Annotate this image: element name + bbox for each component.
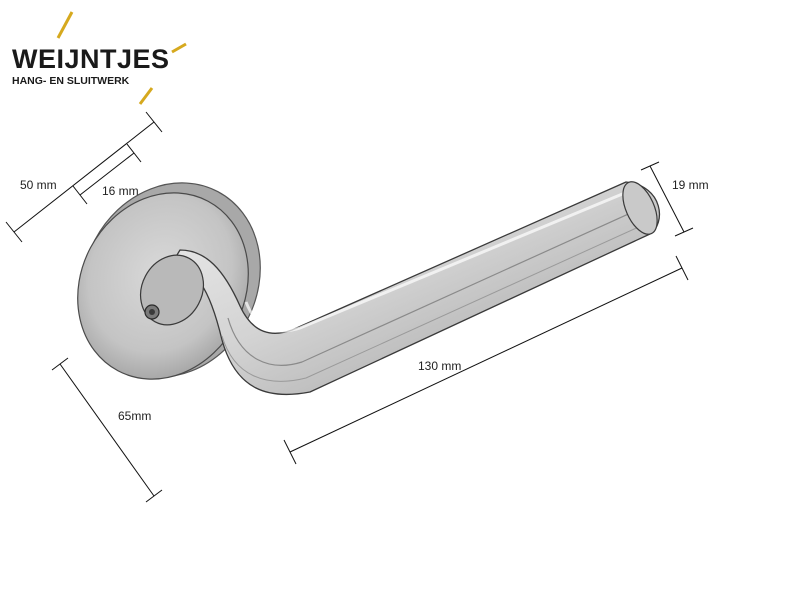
lever-groove-mid	[227, 205, 647, 366]
dim-tick-length-start	[283, 439, 297, 465]
dim-line-projection	[59, 363, 155, 497]
logo-accent-right	[171, 42, 187, 54]
logo-accent-bottom	[138, 87, 154, 105]
dim-tick-rose-start	[5, 221, 23, 243]
logo-accent-top	[56, 11, 74, 39]
brand-name: WEIJNTJES	[12, 44, 170, 74]
lever-body	[167, 181, 661, 396]
dim-tick-neck-start	[72, 185, 88, 205]
brand-logo: WEIJNTJES HANG- EN SLUITWERK	[12, 11, 187, 105]
label-lever-length: 130 mm	[418, 359, 461, 373]
dim-tick-projection-start	[51, 357, 69, 371]
dim-tick-grip-start	[640, 161, 660, 171]
label-projection: 65mm	[118, 409, 151, 423]
dim-tick-rose-end	[145, 111, 163, 133]
dim-line-grip	[649, 165, 685, 233]
dim-line-length	[289, 267, 683, 453]
dim-tick-projection-end	[145, 489, 163, 503]
brand-tagline: HANG- EN SLUITWERK	[12, 75, 130, 87]
lever-groove-top	[244, 188, 633, 333]
dim-tick-grip-end	[674, 227, 694, 237]
dim-line-neck	[79, 152, 135, 196]
dimension-labels: 50 mm 16 mm 19 mm 130 mm 65mm	[20, 178, 709, 423]
dim-tick-neck-end	[126, 143, 142, 163]
dimension-lines	[5, 111, 694, 503]
dim-tick-length-end	[675, 255, 689, 281]
label-rose-diameter: 50 mm	[20, 178, 57, 192]
door-handle	[77, 181, 661, 396]
dim-line-rose	[13, 121, 155, 233]
lever-groove-low	[221, 219, 655, 382]
label-neck-diameter: 16 mm	[102, 184, 139, 198]
label-grip-diameter: 19 mm	[672, 178, 709, 192]
lever-end-cap	[622, 181, 658, 235]
set-screw-core	[149, 309, 155, 315]
